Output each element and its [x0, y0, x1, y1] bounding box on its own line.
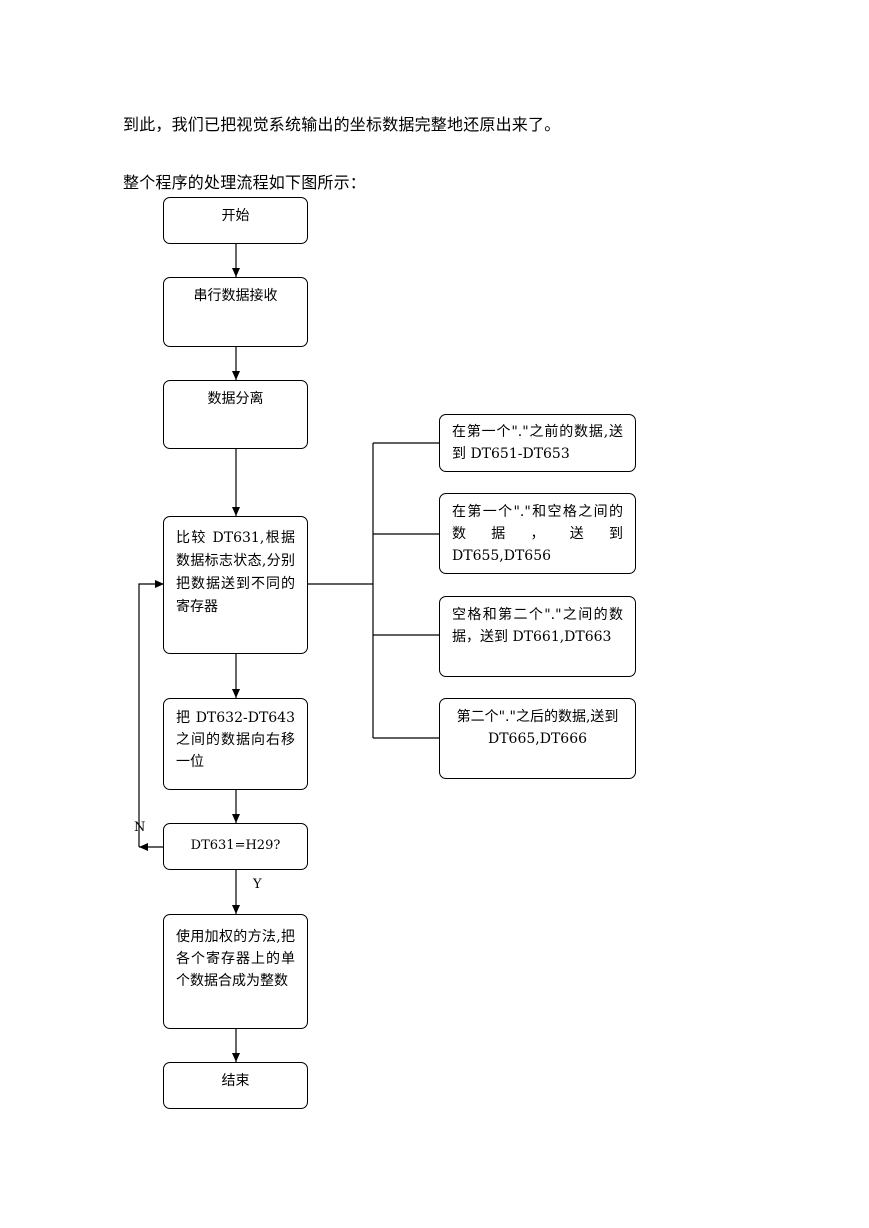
loop-no-return [138, 580, 164, 847]
output-node-1: 在第一个"."之前的数据,送到 DT651-DT653 [439, 414, 636, 472]
output-node-2: 在第一个"."和空格之间的数据，送到 DT655,DT656 [439, 493, 636, 574]
start-node: 开始 [163, 197, 308, 244]
combine-node: 使用加权的方法,把各个寄存器上的单个数据合成为整数 [163, 914, 308, 1029]
flowchart-caption: 整个程序的处理流程如下图所示： [123, 173, 367, 192]
end-node: 结束 [163, 1062, 308, 1109]
output-node-4: 第二个"."之后的数据,送到 DT665,DT666 [439, 698, 636, 779]
yes-label: Y [253, 877, 262, 892]
shift-node: 把 DT632-DT643 之间的数据向右移一位 [163, 698, 308, 790]
no-label: N [134, 820, 146, 835]
output-node-3: 空格和第二个"."之间的数据，送到 DT661,DT663 [439, 596, 636, 677]
receive-node: 串行数据接收 [163, 277, 308, 347]
compare-node: 比较 DT631,根据数据标志状态,分别把数据送到不同的寄存器 [163, 516, 308, 654]
intro-paragraph: 到此，我们已把视觉系统输出的坐标数据完整地还原出来了。 [123, 115, 561, 134]
decision-node: DT631=H29? [163, 823, 308, 870]
separate-node: 数据分离 [163, 380, 308, 449]
